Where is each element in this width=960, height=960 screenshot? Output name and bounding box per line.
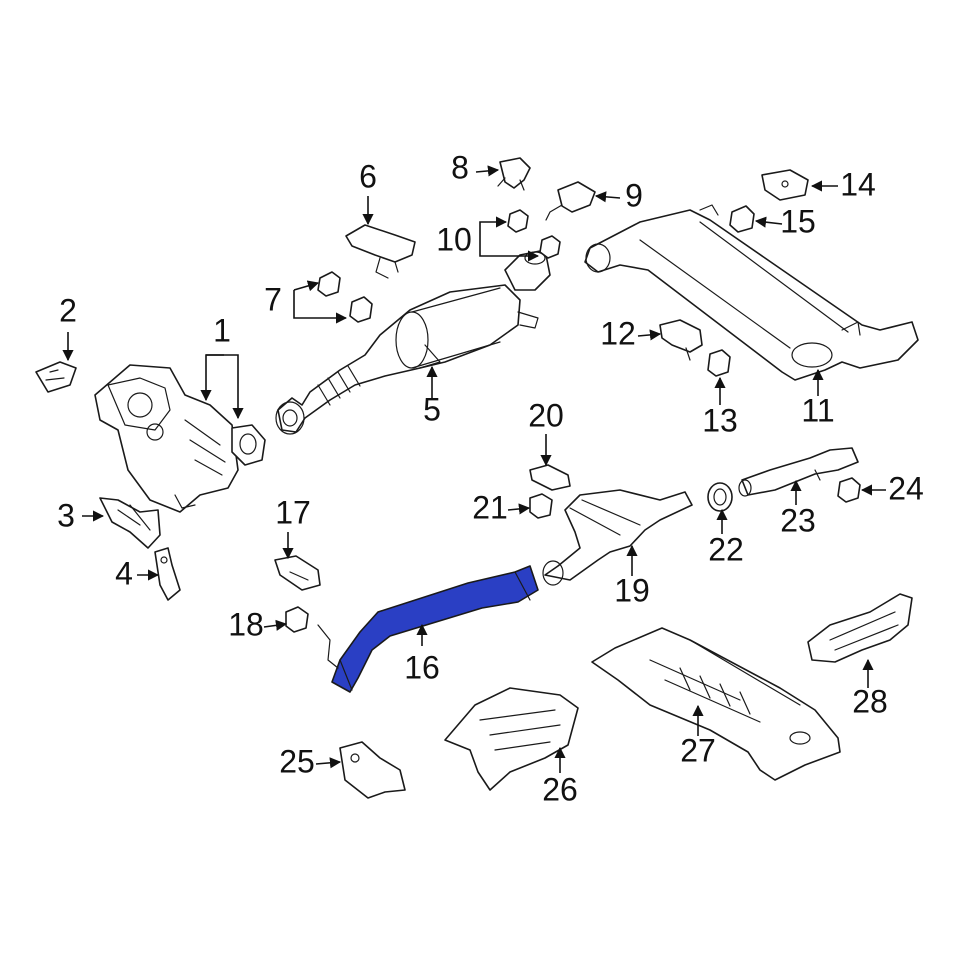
callout-18: 18 [228,606,264,642]
callout-3: 3 [57,497,75,533]
part-7-hanger-insulators[interactable] [317,271,373,323]
callout-7: 7 [264,281,282,317]
callout-12: 12 [600,315,636,351]
part-16-intermediate-pipe[interactable] [317,565,539,693]
callout-21: 21 [472,489,508,525]
part-12-bracket[interactable] [659,319,703,361]
part-9-bracket[interactable] [545,181,596,221]
part-25-heat-shield[interactable] [339,741,406,799]
part-4-bracket[interactable] [154,547,181,601]
callout-25: 25 [279,743,315,779]
part-1-catalytic-converter[interactable] [94,364,266,513]
callout-5: 5 [423,391,441,427]
part-11-rear-muffler[interactable] [584,204,919,381]
part-6-bracket[interactable] [345,224,416,279]
part-14-bracket[interactable] [761,169,809,201]
part-22-clamp[interactable] [707,482,733,512]
leader-lines [62,165,886,773]
callout-27: 27 [680,732,716,768]
part-21-hanger-insulator[interactable] [529,493,553,519]
callout-28: 28 [852,683,888,719]
callout-4: 4 [115,555,133,591]
part-19-center-muffler[interactable] [542,489,693,586]
callout-24: 24 [888,470,924,506]
callout-2: 2 [59,292,77,328]
callout-22: 22 [708,531,744,567]
part-2-bracket[interactable] [35,361,77,393]
part-13-hanger-insulator[interactable] [707,349,731,377]
callout-labels: 1 2 3 4 5 6 7 8 9 10 11 12 13 14 15 16 1… [57,149,924,807]
callout-11: 11 [801,392,834,428]
part-24-hanger-insulator[interactable] [837,477,861,503]
callout-14: 14 [840,166,876,202]
part-17-bracket[interactable] [274,555,321,591]
callout-26: 26 [542,771,578,807]
part-27-heat-shield[interactable] [591,627,841,781]
part-10-hanger-insulators[interactable] [507,209,561,259]
callout-1: 1 [213,312,231,348]
part-20-bracket[interactable] [529,464,571,491]
callout-19: 19 [614,572,650,608]
callout-20: 20 [528,397,564,433]
part-5-particulate-filter[interactable] [275,249,551,435]
part-16-pipe-body [331,565,539,693]
callout-8: 8 [451,149,469,185]
callout-17: 17 [275,494,311,530]
part-28-heat-shield[interactable] [807,593,913,663]
part-23-tail-pipe[interactable] [738,447,859,497]
part-3-bracket[interactable] [99,497,161,549]
callout-9: 9 [625,177,643,213]
callout-23: 23 [780,502,816,538]
callout-13: 13 [702,402,738,438]
callout-15: 15 [780,203,816,239]
callout-6: 6 [359,158,377,194]
part-8-bracket[interactable] [497,157,531,191]
part-18-hanger-insulator[interactable] [285,606,309,633]
part-15-hanger-insulator[interactable] [729,205,755,233]
callout-10: 10 [436,221,472,257]
callout-16: 16 [404,649,440,685]
